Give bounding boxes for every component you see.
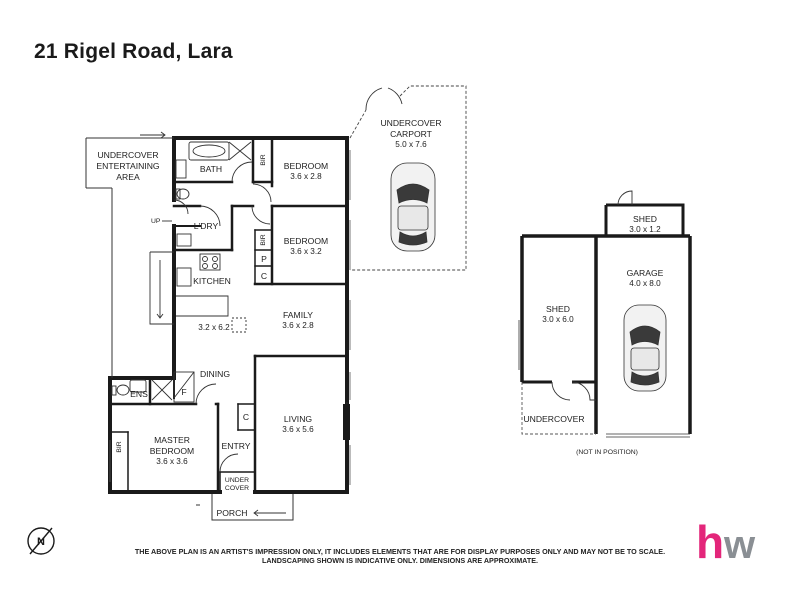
kitchen-dim: 3.2 x 6.2 <box>198 323 230 332</box>
windows <box>109 150 351 485</box>
bedroom2-dim: 3.6 x 3.2 <box>290 247 322 256</box>
not-in-position-label: (NOT IN POSITION) <box>576 449 638 456</box>
agency-logo: h w <box>696 518 756 568</box>
living-label: LIVING <box>284 414 312 424</box>
master-label-1: MASTER <box>154 435 190 445</box>
garage-label: GARAGE <box>627 268 664 278</box>
big-shed-dim: 3.0 x 6.0 <box>542 315 574 324</box>
fridge-label: F <box>181 387 186 397</box>
compass-letter: N <box>37 536 45 548</box>
pantry-label: P <box>261 254 267 264</box>
garage-undercover-label: UNDERCOVER <box>523 414 584 424</box>
garage-walls <box>520 203 692 434</box>
bedroom1-label: BEDROOM <box>284 161 328 171</box>
carport-label-1: UNDERCOVER <box>380 118 441 128</box>
garage-doors <box>518 190 690 438</box>
family-dim: 3.6 x 2.8 <box>282 321 314 330</box>
logo-letter-w: w <box>723 523 756 567</box>
dining-label: DINING <box>200 369 230 379</box>
kitchen-fixtures <box>149 233 247 403</box>
compass-icon: N <box>27 527 55 555</box>
carport-label-2: CARPORT <box>390 129 433 139</box>
carport-dim: 5.0 x 7.6 <box>395 140 427 149</box>
bir-label-1: BIR <box>260 154 267 165</box>
car-garage-icon <box>623 304 667 392</box>
big-shed-label: SHED <box>546 304 570 314</box>
disclaimer-line-1: THE ABOVE PLAN IS AN ARTIST'S IMPRESSION… <box>134 547 666 556</box>
under-cover-label-1: UNDER <box>225 477 249 484</box>
disclaimer-line-2: LANDSCAPING SHOWN IS INDICATIVE ONLY. DI… <box>261 556 539 565</box>
cupboard-label-2: C <box>243 412 249 422</box>
bedroom2-label: BEDROOM <box>284 236 328 246</box>
under-cover-label-2: COVER <box>225 485 249 492</box>
garage-dashed <box>521 382 596 435</box>
porch-label: PORCH <box>216 508 247 518</box>
entertaining-label-2: ENTERTAINING <box>96 161 160 171</box>
family-label: FAMILY <box>283 310 313 320</box>
cupboard-label-1: C <box>261 271 267 281</box>
room-labels: UNDERCOVER ENTERTAINING AREA BATH BIR BE… <box>96 118 663 518</box>
carport-gate <box>365 87 403 111</box>
garage-dim: 4.0 x 8.0 <box>629 279 661 288</box>
kitchen-label: KITCHEN <box>193 276 231 286</box>
house-walls <box>108 136 349 494</box>
logo-letter-h: h <box>696 518 724 568</box>
car-carport-icon <box>390 162 436 252</box>
bir-label-2: BIR <box>260 234 267 245</box>
bath-label: BATH <box>200 164 222 174</box>
laundry-label: L'DRY <box>194 221 219 231</box>
ensuite-fixtures <box>111 379 173 401</box>
disclaimer: THE ABOVE PLAN IS AN ARTIST'S IMPRESSION… <box>120 547 680 565</box>
door-swings <box>173 161 348 473</box>
up-label: UP <box>151 218 161 225</box>
ensuite-label: ENS <box>130 389 148 399</box>
bath-fixtures <box>175 141 252 200</box>
porch-outline <box>211 494 294 521</box>
master-label-2: BEDROOM <box>150 446 194 456</box>
small-shed-dim: 3.0 x 1.2 <box>629 225 661 234</box>
carport-outline <box>349 85 467 271</box>
arrows <box>140 131 286 517</box>
page-title: 21 Rigel Road, Lara <box>34 40 233 63</box>
entertaining-label-3: AREA <box>116 172 140 182</box>
master-dim: 3.6 x 3.6 <box>156 457 188 466</box>
entry-label: ENTRY <box>222 441 251 451</box>
front-door-panel <box>343 404 350 440</box>
entertaining-label-1: UNDERCOVER <box>97 150 158 160</box>
bir-label-3: BIR <box>116 441 123 452</box>
small-shed-label: SHED <box>633 214 657 224</box>
entertaining-area-outline <box>85 137 174 378</box>
living-dim: 3.6 x 5.6 <box>282 425 314 434</box>
bedroom1-dim: 3.6 x 2.8 <box>290 172 322 181</box>
